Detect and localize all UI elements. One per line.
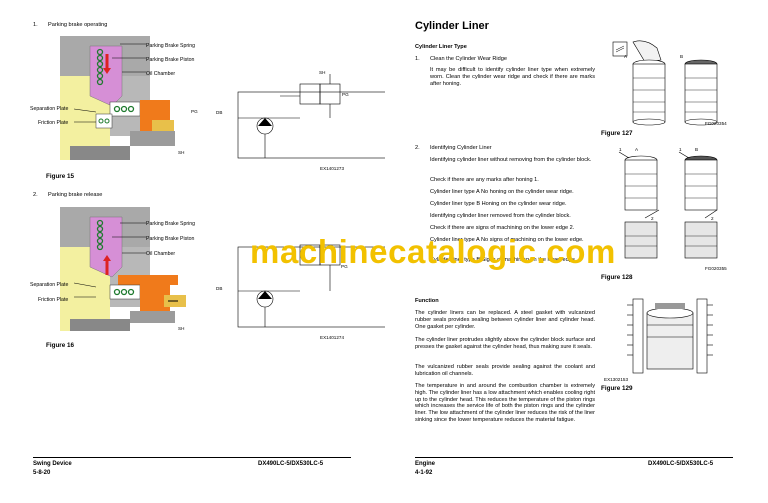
right-footer-section: Engine <box>415 461 436 467</box>
step2-p7: Cylinder liner type A No signs of machin… <box>430 237 584 243</box>
schematic-label-db-2: DB <box>216 286 223 291</box>
function-p3: The vulcanized rubber seals provide seal… <box>415 364 595 377</box>
figure-128-marker-1b: 1 <box>679 147 682 152</box>
drawing-label-sh-2: SH <box>178 326 185 331</box>
right-footer-page: 4-1-92 <box>415 470 433 476</box>
step2-p2: Check if there are any marks after honin… <box>430 177 539 183</box>
drawing-label-pg-1: PG <box>191 109 198 114</box>
figure-129-drawing <box>625 295 715 377</box>
figure-127-caption: Figure 127 <box>601 130 633 137</box>
figure-127-marker-b: B <box>680 54 684 59</box>
step2-label: Identifying Cylinder Liner <box>430 145 492 151</box>
figure-128-marker-1a: 1 <box>619 147 622 152</box>
figure-129-caption: Figure 129 <box>601 385 633 392</box>
figure-15-code: EX1401273 <box>320 166 345 171</box>
function-p4: The temperature in and around the combus… <box>415 383 595 423</box>
callout-spring-1: Parking Brake Spring <box>146 43 196 49</box>
figure-128-marker-b: B <box>695 147 699 152</box>
left-footer-section: Swing Device <box>33 461 72 467</box>
callout-separation-2: Separation Plate <box>30 282 69 288</box>
figure-128-marker-2a: 2 <box>651 216 654 221</box>
figure-16-drawing <box>60 207 385 331</box>
schematic-label-pg-2: PG <box>341 264 348 269</box>
drawing-label-sh-1: SH <box>178 150 185 155</box>
callout-separation-1: Separation Plate <box>30 106 69 112</box>
figure-127-marker-a: A <box>624 54 628 59</box>
watermark: machinecatalogic.com <box>250 233 616 270</box>
figure-127-drawing <box>612 40 718 126</box>
function-heading: Function <box>415 298 439 304</box>
schematic-label-db-1: DB <box>216 110 223 115</box>
step2-p8: Cylinder liner type B Signs of machining… <box>430 257 577 263</box>
schematic-label-pg-1: PG <box>342 92 349 97</box>
step2-p6: Check if there are signs of machining on… <box>430 225 575 231</box>
callout-piston-2: Parking Brake Piston <box>146 236 195 242</box>
step1-number: 1. <box>415 56 420 62</box>
figure-15-drawing <box>60 36 385 160</box>
right-footer-model: DX490LC-5/DX530LC-5 <box>648 461 714 467</box>
figure-128-marker-a: A <box>635 147 639 152</box>
callout-friction-1: Friction Plate <box>38 120 69 126</box>
schematic-label-sh-1: SH <box>319 70 326 75</box>
callout-spring-2: Parking Brake Spring <box>146 221 196 227</box>
step2-p5: Identifying cylinder liner removed from … <box>430 213 571 219</box>
figure-128-marker-2b: 2 <box>711 216 714 221</box>
item2-number: 2. <box>33 192 38 198</box>
figure-128-code: FG020355 <box>705 266 727 271</box>
step1-text: It may be difficult to identify cylinder… <box>430 67 595 87</box>
function-p2: The cylinder liner protrudes slightly ab… <box>415 337 595 350</box>
left-footer-model: DX490LC-5/DX530LC-5 <box>258 461 324 467</box>
callout-chamber-2: Oil Chamber <box>146 251 176 257</box>
callout-piston-1: Parking Brake Piston <box>146 57 195 63</box>
step1-label: Clean the Cylinder Wear Ridge <box>430 56 508 62</box>
step2-number: 2. <box>415 145 420 151</box>
figure-16-caption: Figure 16 <box>46 342 74 349</box>
callout-friction-2: Friction Plate <box>38 297 69 303</box>
left-footer-page: 5-8-20 <box>33 470 51 476</box>
item2-label: Parking brake release <box>48 192 103 198</box>
section-subtitle: Cylinder Liner Type <box>415 44 467 50</box>
figure-128-drawing <box>618 151 718 259</box>
callout-chamber-1: Oil Chamber <box>146 71 176 77</box>
figure-129-code: EX1302153 <box>604 377 629 382</box>
step2-p4: Cylinder liner type B Honing on the cyli… <box>430 201 567 207</box>
item1-label: Parking brake operating <box>48 22 108 28</box>
step2-p3: Cylinder liner type A No honing on the c… <box>430 189 574 195</box>
left-footer-rule <box>33 457 351 458</box>
right-footer-rule <box>415 457 733 458</box>
item1-number: 1. <box>33 22 38 28</box>
function-p1: The cylinder liners can be replaced. A s… <box>415 310 595 330</box>
figure-127-code: FG020354 <box>705 121 727 126</box>
page-title: Cylinder Liner <box>415 20 489 32</box>
step2-p1: Identifying cylinder liner without remov… <box>430 157 592 163</box>
figure-128-caption: Figure 128 <box>601 274 633 281</box>
figure-15-caption: Figure 15 <box>46 173 74 180</box>
figure-16-code: EX1401274 <box>320 335 345 340</box>
